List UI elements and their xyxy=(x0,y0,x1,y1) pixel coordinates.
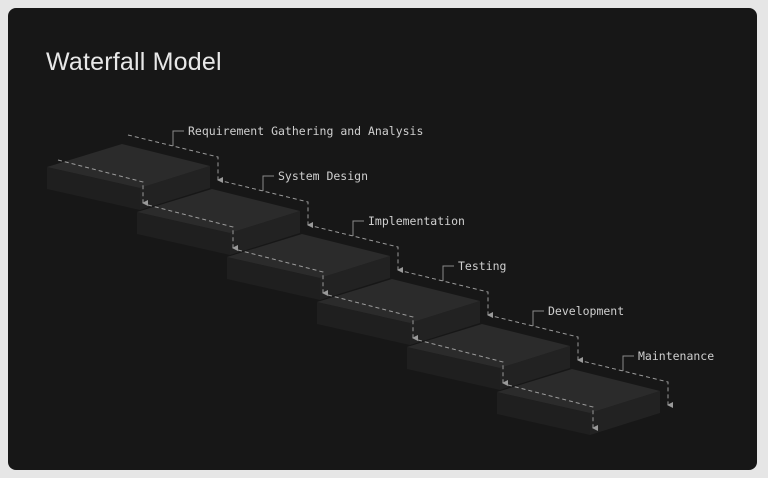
step-front-face xyxy=(320,256,390,300)
flow-arrow-front xyxy=(147,204,238,251)
flow-arrow-front xyxy=(507,384,598,431)
diagram-title: Waterfall Model xyxy=(46,48,222,76)
step-top-face xyxy=(317,279,480,323)
step-front-face xyxy=(230,211,300,255)
step-top-face xyxy=(497,369,660,413)
label-connector xyxy=(532,310,544,326)
step-left-face xyxy=(227,257,320,300)
step-top-face xyxy=(137,189,300,233)
flow-arrow-front xyxy=(57,159,148,206)
step-left-face xyxy=(497,392,590,435)
step-front-face xyxy=(500,346,570,390)
flow-arrow-back xyxy=(397,269,493,318)
step-top-face xyxy=(227,234,390,278)
flow-arrow-back xyxy=(217,179,313,228)
step-left-face xyxy=(407,347,500,390)
phase-label: Requirement Gathering and Analysis xyxy=(188,124,423,138)
label-connector xyxy=(262,175,274,191)
label-connector xyxy=(352,220,364,236)
flow-arrow-back xyxy=(487,314,583,363)
phase-label: Testing xyxy=(458,259,506,273)
flow-arrow-front xyxy=(237,249,328,296)
label-connector xyxy=(172,130,184,146)
phase-label: Development xyxy=(548,304,624,318)
diagram-panel: Waterfall Model xyxy=(8,8,757,470)
step-front-face xyxy=(140,166,210,210)
phase-label: Maintenance xyxy=(638,349,714,363)
flow-arrow-front xyxy=(327,294,418,341)
step-left-face xyxy=(47,167,140,210)
step-top-face xyxy=(407,324,570,368)
flow-arrow-back xyxy=(307,224,403,273)
step-left-face xyxy=(317,302,410,345)
step-left-face xyxy=(137,212,230,255)
label-connector xyxy=(622,355,634,371)
flow-arrow-front xyxy=(417,339,508,386)
step-top-face xyxy=(47,144,210,188)
phase-label: System Design xyxy=(278,169,368,183)
step-front-face xyxy=(410,301,480,345)
label-connector xyxy=(442,265,454,281)
step-front-face xyxy=(590,391,660,435)
flow-arrow-back xyxy=(127,134,223,183)
phase-label: Implementation xyxy=(368,214,465,228)
flow-arrow-back xyxy=(577,359,673,408)
